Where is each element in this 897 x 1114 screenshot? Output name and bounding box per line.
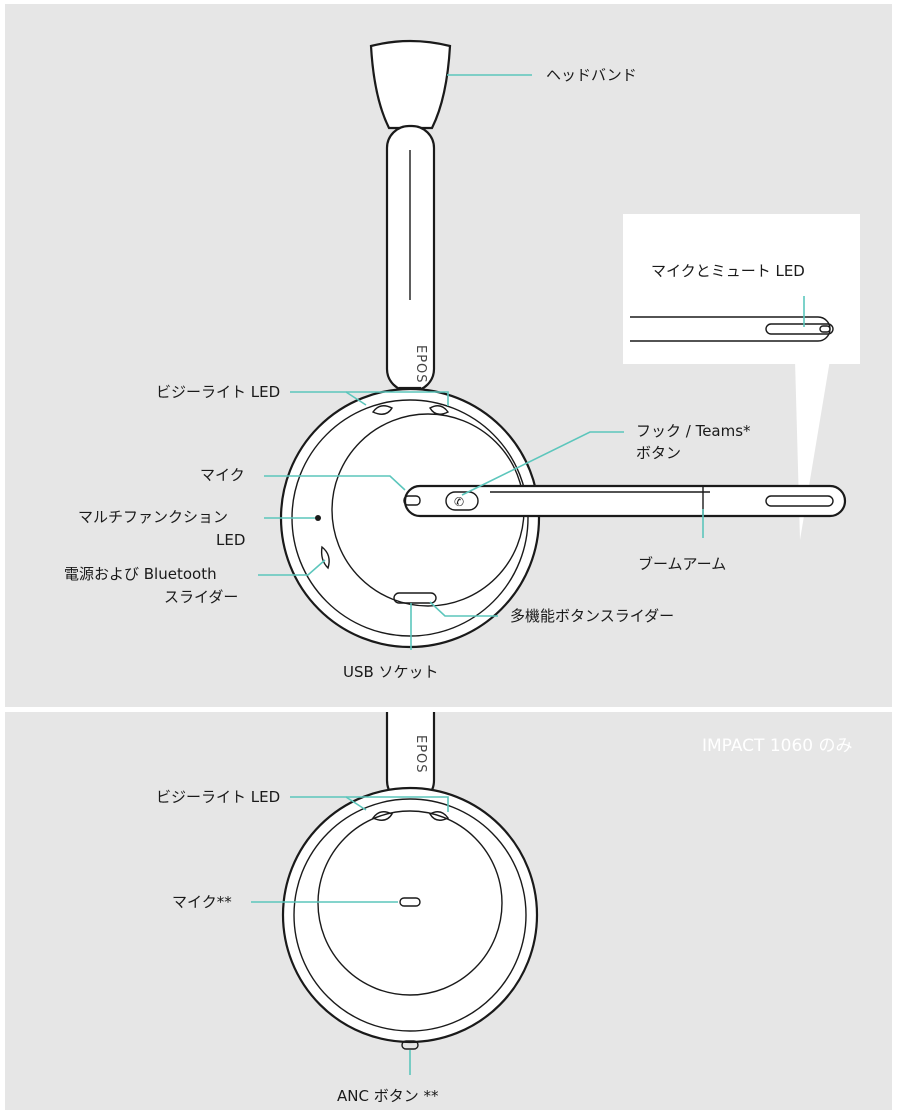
inset-box (623, 214, 860, 364)
label-hook-teams-2: ボタン (636, 444, 681, 462)
callout-busy-led-right (346, 391, 449, 406)
label-mic: マイク (200, 466, 245, 484)
svg-text:✆: ✆ (454, 495, 464, 509)
earcup-bottom (281, 786, 539, 1050)
label-boom-arm: ブームアーム (638, 555, 726, 573)
note-impact-1060-only: IMPACT 1060 のみ (702, 736, 853, 756)
callout-b-busy-right (346, 796, 449, 812)
label-headband: ヘッドバンド (546, 66, 637, 84)
boom-arm: ✆ (403, 484, 847, 518)
label-b-busy-light-led: ビジーライト LED (156, 788, 280, 806)
headband (369, 39, 452, 412)
brand-logo-top: EPOS (413, 345, 428, 384)
label-busy-light-led: ビジーライト LED (156, 383, 280, 401)
callout-lines-top (258, 74, 805, 650)
label-multifunction-slider: 多機能ボタンスライダー (510, 607, 674, 625)
label-power-bt-2: スライダー (164, 588, 238, 606)
label-b-mic: マイク** (172, 893, 232, 911)
earcup-top (279, 387, 541, 649)
label-multifunction-led-2: LED (216, 531, 245, 549)
callout-lines-bottom (251, 796, 449, 1075)
callout-mic (264, 475, 406, 491)
label-b-anc-button: ANC ボタン ** (337, 1087, 439, 1105)
inset-boom-detail (630, 316, 834, 342)
label-hook-teams-1: フック / Teams* (636, 422, 751, 440)
callout-mf-slider (429, 601, 498, 617)
brand-logo-bottom: EPOS (413, 735, 428, 774)
label-usb-socket: USB ソケット (343, 663, 439, 681)
label-mic-mute-led: マイクとミュート LED (651, 262, 805, 280)
callout-power-bt (258, 559, 326, 576)
label-multifunction-led-1: マルチファンクション (78, 508, 228, 526)
label-power-bt-1: 電源および Bluetooth (64, 565, 217, 583)
callout-hook (461, 431, 624, 496)
